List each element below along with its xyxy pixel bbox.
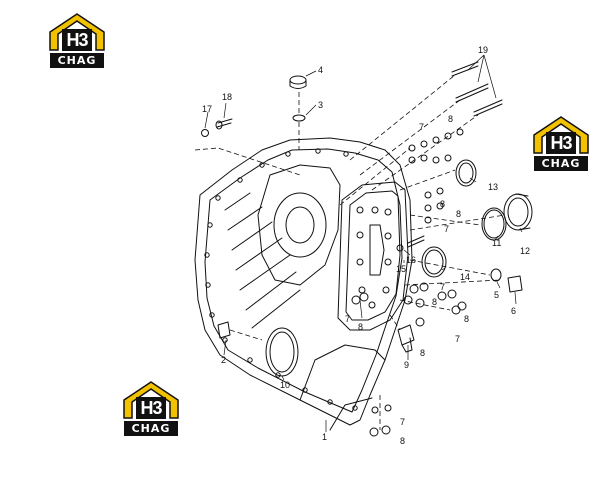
brand-logo-bottom-left: H3 CHAG [120,380,182,438]
callout-7: 7 [440,282,445,292]
leader-lines [204,54,523,432]
logo-mark: H3 [136,397,166,419]
callout-7: 7 [455,334,460,344]
callout-8: 8 [440,199,445,209]
brand-logo-top-left: H3 CHAG [46,12,108,70]
house-roof-icon [533,116,589,154]
callout-2: 2 [221,355,226,365]
assembly-lines [194,74,506,430]
logo-mark: H3 [62,29,92,51]
plate-ports [356,206,392,309]
callout-9: 9 [404,360,409,370]
callout-8: 8 [400,436,405,446]
callout-19: 19 [478,45,488,55]
callout-7: 7 [400,417,405,427]
logo-word: CHAG [534,156,588,171]
callout-7: 7 [419,122,424,132]
brand-logo-top-right: H3 CHAG [530,115,592,173]
callout-8: 8 [456,209,461,219]
callout-10: 10 [280,380,290,390]
house-roof-icon [123,381,179,419]
callout-12: 12 [520,246,530,256]
callout-7: 7 [444,224,449,234]
callout-17: 17 [202,104,212,114]
house-roof-icon [49,13,105,51]
callout-1: 1 [322,432,327,442]
callout-3: 3 [318,100,323,110]
flange-bolt-holes [204,148,358,411]
callout-14: 14 [460,272,470,282]
callout-16: 16 [406,255,416,265]
callout-8: 8 [464,314,469,324]
logo-mark: H3 [546,132,576,154]
logo-word: CHAG [124,421,178,436]
callout-7: 7 [345,314,350,324]
callout-6: 6 [511,306,516,316]
callout-labels: 1 2 3 4 5 6 7 7 7 7 7 7 8 8 8 8 8 8 8 8 … [202,45,530,446]
housing-outline [194,137,413,426]
bolt-cluster-middle [424,187,444,224]
callout-8: 8 [420,348,425,358]
callout-8: 8 [432,297,437,307]
callout-8: 8 [358,322,363,332]
callout-5: 5 [494,290,499,300]
callout-15: 15 [396,264,406,274]
callout-11: 11 [492,238,501,248]
callout-8: 8 [448,114,453,124]
studs [451,61,503,117]
callout-18: 18 [222,92,232,102]
callout-4: 4 [318,65,323,75]
callout-13: 13 [488,182,498,192]
logo-word: CHAG [50,53,104,68]
valve-plate [337,181,409,331]
bolt-cluster-upper [408,128,464,164]
